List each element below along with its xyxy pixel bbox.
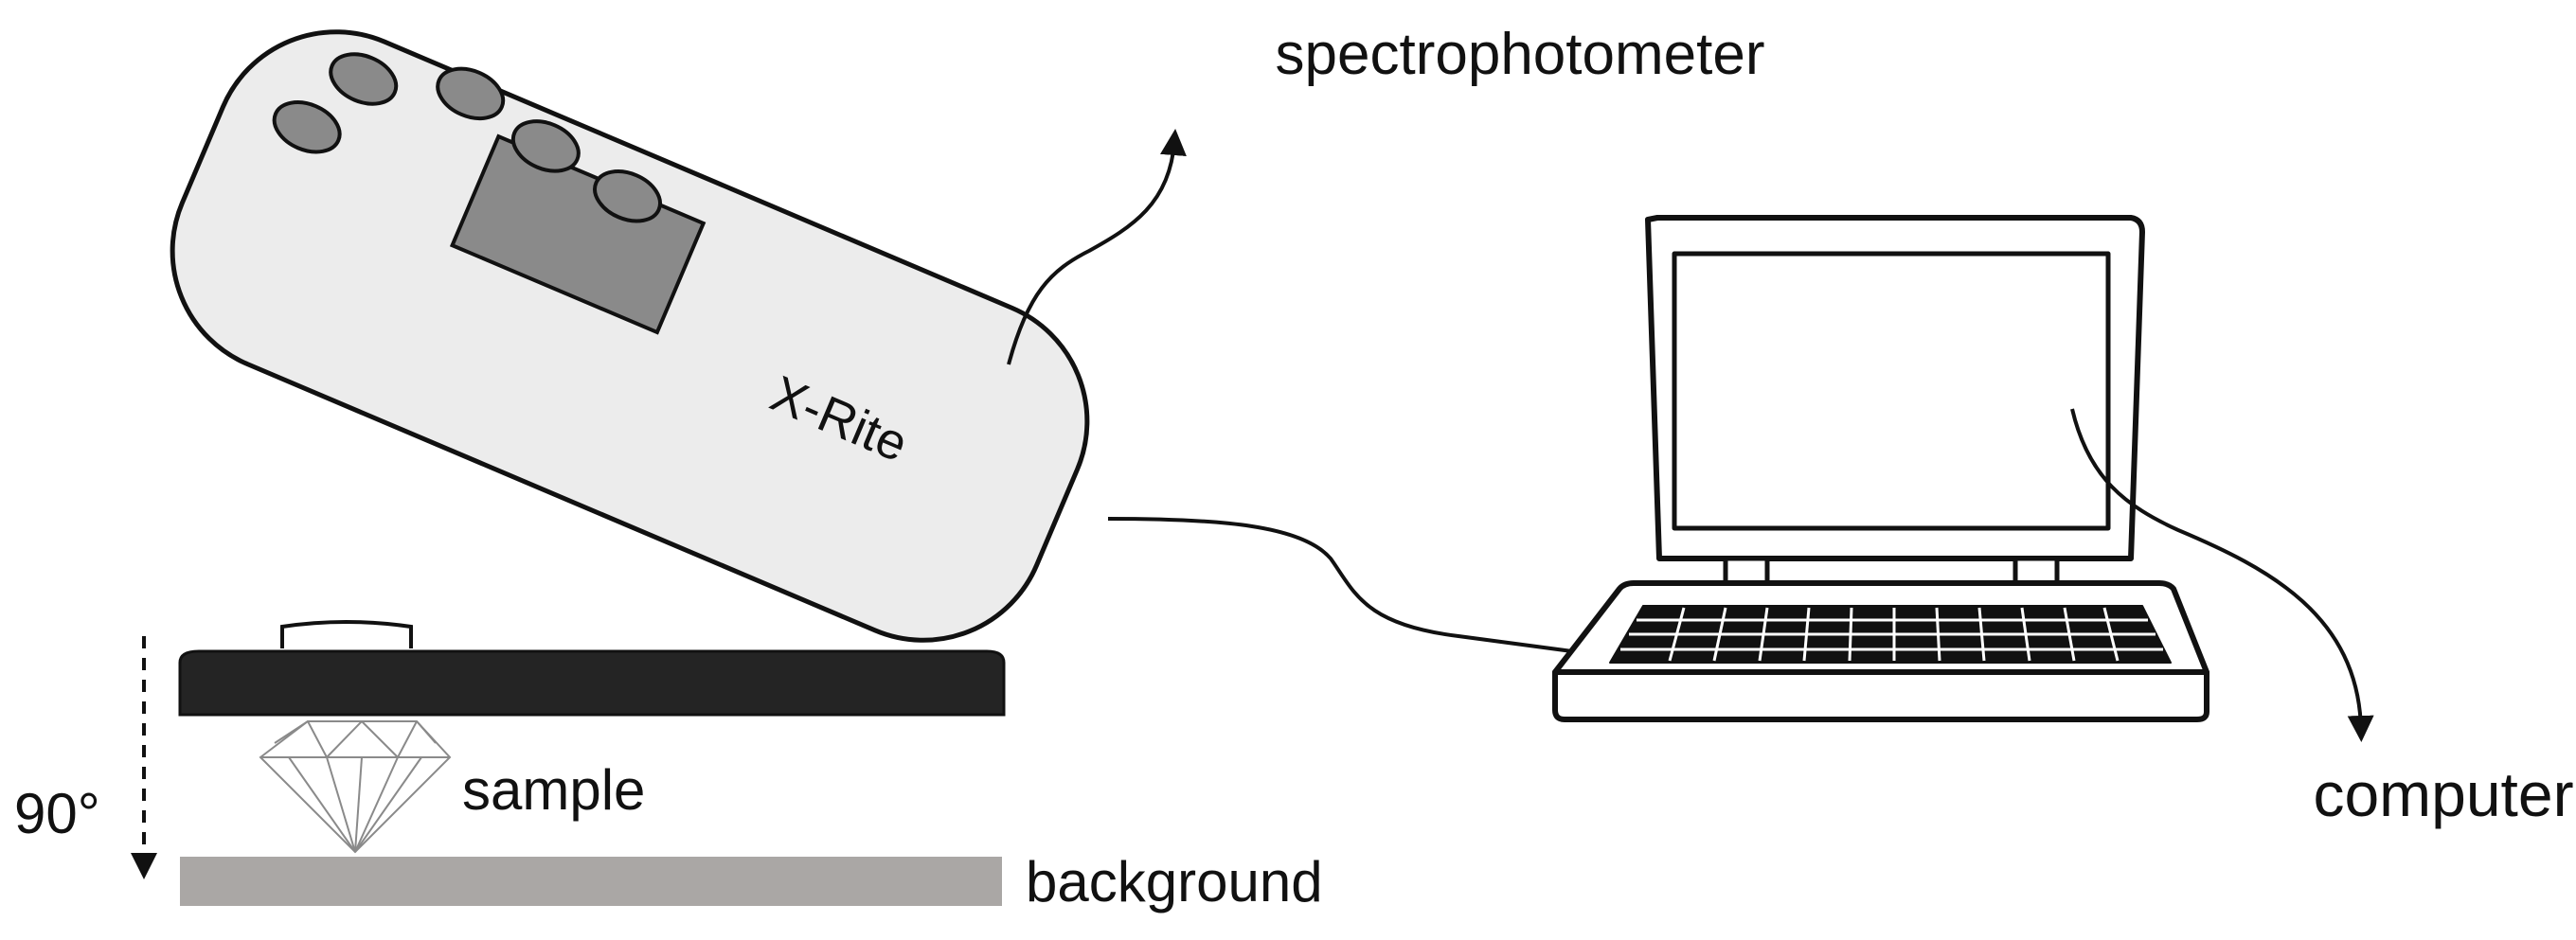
sample-cap xyxy=(280,620,413,648)
spectrophotometer-device: X-Rite xyxy=(170,29,1090,643)
device-button xyxy=(272,100,342,154)
spectrophotometer-label: spectrophotometer xyxy=(1276,22,1765,87)
diamond-gem-icon xyxy=(259,720,452,854)
sample-label: sample xyxy=(462,758,645,822)
spectrophotometer-body xyxy=(170,29,1090,643)
background-label: background xyxy=(1026,850,1323,913)
angle-label: 90° xyxy=(14,782,100,845)
sample-holder xyxy=(178,620,1006,717)
background-plate xyxy=(180,857,1002,906)
device-button xyxy=(329,52,399,106)
device-button xyxy=(510,119,581,173)
sample-platform xyxy=(178,649,1006,717)
device-button xyxy=(436,66,506,121)
device-button xyxy=(593,169,662,223)
laptop-base xyxy=(1552,669,2209,722)
laptop-icon xyxy=(1552,215,2209,722)
computer-label: computer xyxy=(2313,759,2573,829)
computer-callout-arrow xyxy=(2070,408,2374,742)
spectrophotometer-callout-arrow xyxy=(1007,129,1187,365)
laptop-display xyxy=(1672,251,2111,531)
connection-cable xyxy=(1107,517,1573,653)
